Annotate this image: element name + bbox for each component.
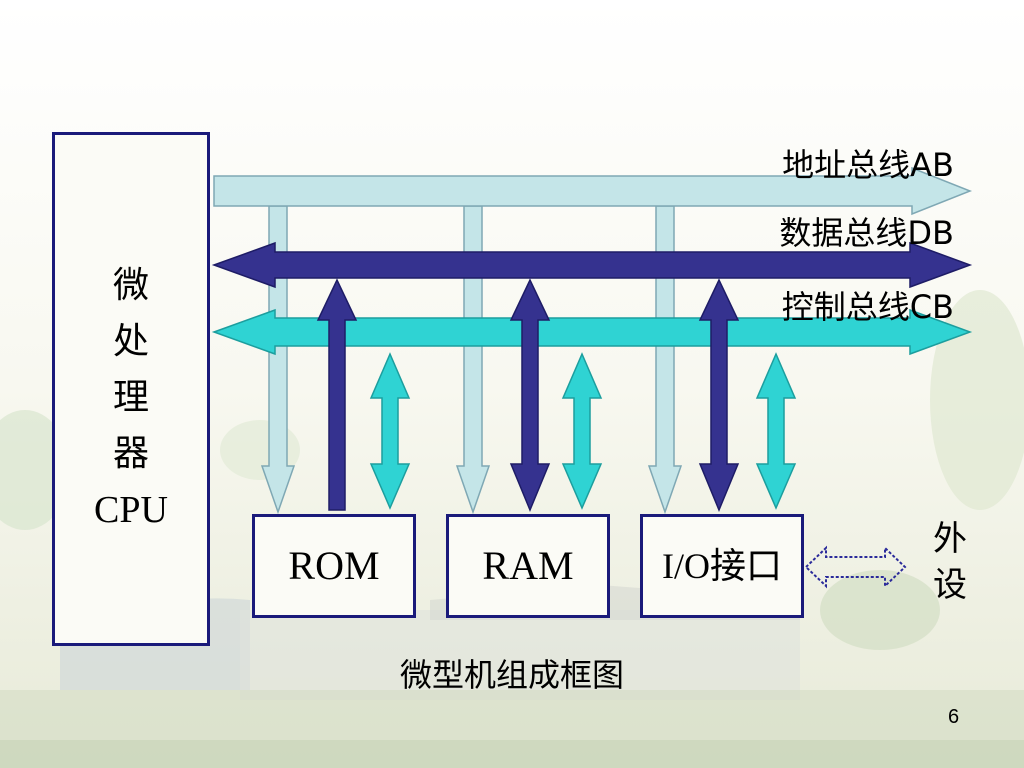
cpu-label: 微 处 理 器 CPU <box>52 258 210 538</box>
peripheral-label: 外 设 <box>926 516 974 608</box>
address-bus-arrow <box>213 166 973 216</box>
control-branch-io <box>755 352 797 510</box>
control-bus-arrow <box>211 308 973 356</box>
data-branch-io <box>698 278 740 512</box>
control-bus-label: 控制总线CB <box>781 288 954 326</box>
data-bus-label: 数据总线DB <box>779 214 954 252</box>
address-bus-label: 地址总线AB <box>782 146 954 184</box>
page-number: 6 <box>948 706 960 728</box>
diagram-caption: 微型机组成框图 <box>399 656 624 694</box>
data-branch-rom <box>316 278 358 511</box>
peripheral-char: 设 <box>933 565 967 605</box>
rom-box: ROM <box>252 514 416 618</box>
cpu-label-en: CPU <box>94 489 168 531</box>
ram-box: RAM <box>446 514 610 618</box>
cpu-box <box>52 132 210 646</box>
address-branch-ram <box>455 205 491 515</box>
cpu-label-char: 微 <box>112 265 149 306</box>
cpu-label-char: 处 <box>112 321 149 362</box>
address-bus-branches <box>260 205 683 515</box>
control-branch-ram <box>561 352 603 510</box>
cpu-label-char: 器 <box>112 433 149 474</box>
data-branch-ram <box>509 278 551 512</box>
control-branch-rom <box>369 352 411 510</box>
address-branch-io <box>647 205 683 515</box>
cpu-label-char: 理 <box>112 377 149 418</box>
control-bus-branches <box>369 352 797 510</box>
data-bus-branches <box>316 278 740 512</box>
data-bus-arrow <box>211 241 973 289</box>
io-interface-box: I/O接口 <box>640 514 804 618</box>
peripheral-link-arrow <box>804 545 907 589</box>
peripheral-char: 外 <box>933 519 967 559</box>
